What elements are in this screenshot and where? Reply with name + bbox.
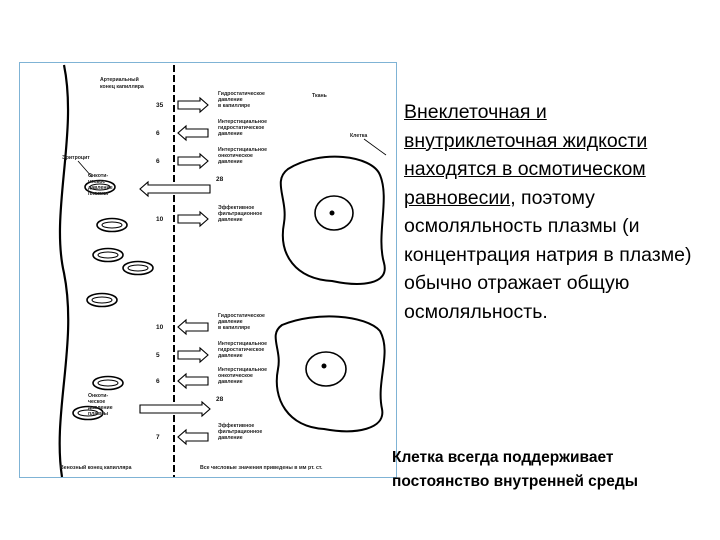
osmotic-equilibrium-text: Внеклеточная и внутриклеточная жидкости … — [404, 101, 648, 209]
arterial-pressure-label: в капилляре — [218, 103, 250, 109]
venous-pressure-label: в капилляре — [218, 325, 250, 331]
arterial-pressure-label: ческое — [88, 179, 105, 185]
venous-pressure-arrow — [177, 318, 209, 336]
arterial-pressure-label: Эффективное — [218, 204, 254, 211]
erythrocyte — [122, 260, 154, 276]
venous-pressure-arrow — [139, 400, 211, 418]
nucleolus — [321, 363, 327, 369]
venous-pressure-label: гидростатическое — [218, 347, 264, 353]
erythrocyte — [86, 292, 118, 308]
arterial-end-label-2: конец капилляра — [100, 84, 144, 90]
erythrocyte-pointer — [77, 160, 93, 178]
venous-pressure-label: Эффективное — [218, 422, 254, 429]
venous-pressure-value: 6 — [156, 378, 160, 385]
arterial-pressure-label: давление — [218, 217, 243, 223]
arterial-pressure-label: Интерстициальное — [218, 147, 267, 153]
arterial-pressure-arrow — [177, 152, 209, 170]
cell-nucleus — [305, 351, 347, 387]
erythrocyte — [92, 375, 124, 391]
venous-pressure-value: 5 — [156, 352, 160, 359]
venous-pressure-label: Онкоти- — [88, 393, 108, 399]
arterial-pressure-value: 6 — [156, 130, 160, 137]
venous-pressure-label: Интерстициальное — [218, 367, 267, 373]
venous-pressure-label: давление — [218, 353, 243, 359]
arterial-pressure-arrow — [177, 96, 209, 114]
arterial-pressure-label: давление — [88, 185, 113, 191]
venous-pressure-label: давление — [218, 319, 243, 325]
arterial-pressure-label: гидростатическое — [218, 125, 264, 131]
main-paragraph: Внеклеточная и внутриклеточная жидкости … — [404, 98, 704, 326]
arterial-end-label-1: Артериальный — [100, 76, 139, 83]
arterial-pressure-label: Онкоти- — [88, 173, 108, 179]
venous-pressure-arrow — [177, 346, 209, 364]
tissue-cell — [279, 155, 386, 285]
tissue-label: Ткань — [312, 93, 327, 99]
venous-pressure-label: онкотическое — [218, 373, 253, 379]
cell-pointer — [363, 138, 387, 156]
arterial-pressure-label: фильтрационное — [218, 210, 262, 217]
venous-pressure-value: 7 — [156, 434, 160, 441]
arterial-pressure-label: Интерстициальное — [218, 119, 267, 125]
venous-pressure-label: давление — [218, 435, 243, 441]
arterial-pressure-arrow — [139, 180, 211, 198]
venous-pressure-label: плазмы — [88, 411, 109, 417]
units-note-label: Все числовые значения приведены в мм рт.… — [200, 465, 323, 471]
capillary-filtration-diagram: Артериальный конец капилляра Ткань Клетк… — [19, 62, 397, 478]
arterial-pressure-value: 6 — [156, 158, 160, 165]
nucleolus — [329, 210, 335, 216]
arterial-pressure-label: плазмы — [88, 191, 109, 197]
venous-pressure-label: Гидростатическое — [218, 313, 265, 319]
cell-nucleus — [314, 195, 354, 231]
venous-pressure-arrow — [177, 372, 209, 390]
arterial-pressure-arrow — [177, 124, 209, 142]
cell-label: Клетка — [350, 133, 367, 139]
arterial-pressure-arrow — [177, 210, 209, 228]
arterial-pressure-label: давление — [218, 159, 243, 165]
arterial-pressure-label: Гидростатическое — [218, 91, 265, 97]
erythrocyte-label: Эритроцит — [62, 155, 90, 161]
diagram-svg: Артериальный конец капилляра Ткань Клетк… — [58, 64, 387, 478]
venous-pressure-label: давление — [88, 405, 113, 411]
arterial-pressure-label: давление — [218, 97, 243, 103]
venous-end-label: Венозный конец капилляра — [60, 464, 132, 471]
arterial-pressure-value: 28 — [216, 176, 224, 183]
arterial-pressure-value: 10 — [156, 216, 164, 223]
erythrocyte — [84, 179, 116, 195]
arterial-pressure-label: давление — [218, 131, 243, 137]
homeostasis-note: Клетка всегда поддерживает постоянство в… — [392, 449, 638, 490]
tissue-cell — [274, 315, 386, 433]
capillary-outer-wall — [58, 64, 70, 478]
venous-pressure-value: 28 — [216, 396, 224, 403]
erythrocyte — [96, 217, 128, 233]
erythrocyte — [72, 405, 104, 421]
arterial-pressure-value: 35 — [156, 102, 164, 109]
venous-pressure-value: 10 — [156, 324, 164, 331]
osmolality-text: , поэтому осмоляльность плазмы (и концен… — [404, 186, 692, 323]
venous-pressure-label: фильтрационное — [218, 428, 262, 435]
venous-pressure-arrow — [177, 428, 209, 446]
venous-pressure-label: ческое — [88, 399, 105, 405]
erythrocyte — [92, 247, 124, 263]
arterial-pressure-label: онкотическое — [218, 153, 253, 159]
venous-pressure-label: давление — [218, 379, 243, 385]
venous-pressure-label: Интерстициальное — [218, 341, 267, 347]
